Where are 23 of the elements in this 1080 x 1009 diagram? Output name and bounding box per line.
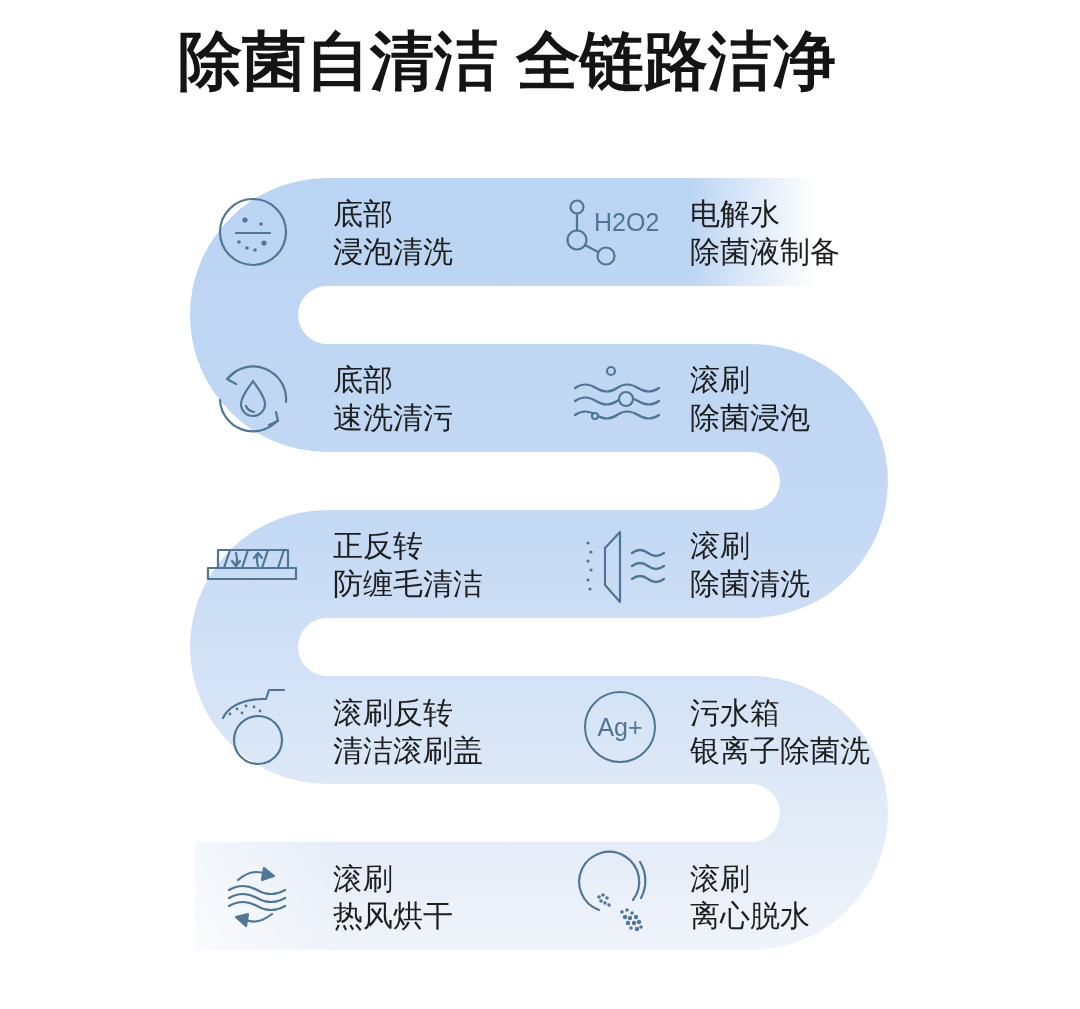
step-title: 污水箱 bbox=[690, 695, 780, 731]
ion-badge: Ag+ bbox=[584, 691, 656, 763]
step-description: 离心脱水 bbox=[690, 898, 810, 934]
step-description: 浸泡清洗 bbox=[333, 234, 453, 270]
step-title: 电解水 bbox=[690, 196, 780, 232]
step-description: 热风烘干 bbox=[333, 898, 453, 934]
step-description: 清洁滚刷盖 bbox=[333, 733, 483, 769]
step-title: 底部 bbox=[333, 362, 393, 398]
title: 除菌自清洁 全链路洁净 bbox=[178, 24, 836, 99]
step-description: 除菌浸泡 bbox=[690, 400, 810, 436]
step-title: 滚刷 bbox=[333, 861, 393, 897]
step-description: 除菌清洗 bbox=[690, 566, 810, 602]
step-title: 正反转 bbox=[333, 528, 423, 564]
step-description: 银离子除菌洗 bbox=[690, 733, 870, 769]
step-title: 滚刷 bbox=[690, 528, 750, 564]
step-title: 滚刷反转 bbox=[333, 695, 453, 731]
step-description: 速洗清污 bbox=[333, 400, 453, 436]
step-title: 滚刷 bbox=[690, 362, 750, 398]
step-title: 滚刷 bbox=[690, 861, 750, 897]
step-description: 防缠毛清洁 bbox=[333, 566, 483, 602]
step-description: 除菌液制备 bbox=[690, 234, 840, 270]
formula-label: H2O2 bbox=[594, 207, 660, 237]
step-title: 底部 bbox=[333, 196, 393, 232]
